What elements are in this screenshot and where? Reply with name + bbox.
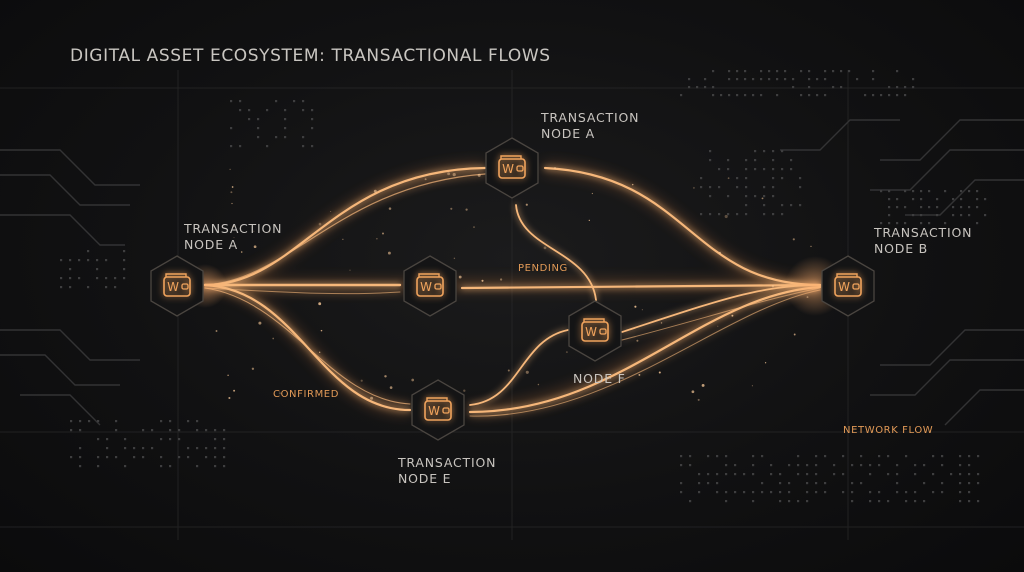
wallet-icon-glyph: W bbox=[838, 280, 850, 294]
flow-left-to-top bbox=[203, 166, 487, 287]
node-f: W bbox=[568, 300, 622, 362]
circuit-traces-left bbox=[0, 149, 140, 426]
wallet-icon-glyph: W bbox=[428, 404, 440, 418]
wallet-icon-glyph: W bbox=[420, 280, 432, 294]
flow-particles bbox=[215, 164, 812, 402]
node-label-e: TRANSACTION NODE E bbox=[398, 455, 497, 486]
node-top: W bbox=[485, 137, 539, 199]
background-dots bbox=[60, 70, 987, 503]
wallet-icon-glyph: W bbox=[167, 280, 179, 294]
flow-top-to-right bbox=[543, 166, 822, 287]
node-left: W bbox=[150, 255, 204, 317]
node-mid: W bbox=[403, 255, 457, 317]
wallet-icon: W bbox=[163, 273, 191, 297]
diagram-title: DIGITAL ASSET ECOSYSTEM: TRANSACTIONAL F… bbox=[70, 46, 551, 66]
status-pending: PENDING bbox=[518, 263, 568, 274]
wallet-icon: W bbox=[498, 155, 526, 179]
node-e: W bbox=[411, 379, 465, 441]
node-right: W bbox=[821, 255, 875, 317]
wallet-icon-glyph: W bbox=[502, 162, 514, 176]
flow-e-to-f bbox=[469, 329, 569, 406]
flow-mid-to-right bbox=[460, 283, 822, 290]
wallet-icon: W bbox=[581, 318, 609, 342]
flow-lines bbox=[203, 166, 822, 417]
nodes-layer: W W W W W W bbox=[150, 137, 875, 441]
status-network-flow: NETWORK FLOW bbox=[843, 425, 934, 436]
flow-left-to-e-2 bbox=[204, 287, 411, 405]
node-label-f: NODE F bbox=[573, 371, 626, 386]
flow-top-to-f bbox=[515, 204, 597, 301]
wallet-icon: W bbox=[416, 273, 444, 297]
status-confirmed: CONFIRMED bbox=[273, 389, 340, 400]
flow-e-to-right bbox=[468, 285, 822, 414]
node-label-left: TRANSACTION NODE A bbox=[184, 221, 283, 252]
wallet-icon: W bbox=[424, 397, 452, 421]
wallet-icon-glyph: W bbox=[585, 325, 597, 339]
wallet-icon: W bbox=[834, 273, 862, 297]
node-label-right: TRANSACTION NODE B bbox=[874, 225, 973, 256]
node-label-top: TRANSACTION NODE A bbox=[541, 110, 640, 141]
flow-left-to-top-2 bbox=[204, 173, 486, 286]
flow-e-to-right-2 bbox=[469, 289, 821, 417]
